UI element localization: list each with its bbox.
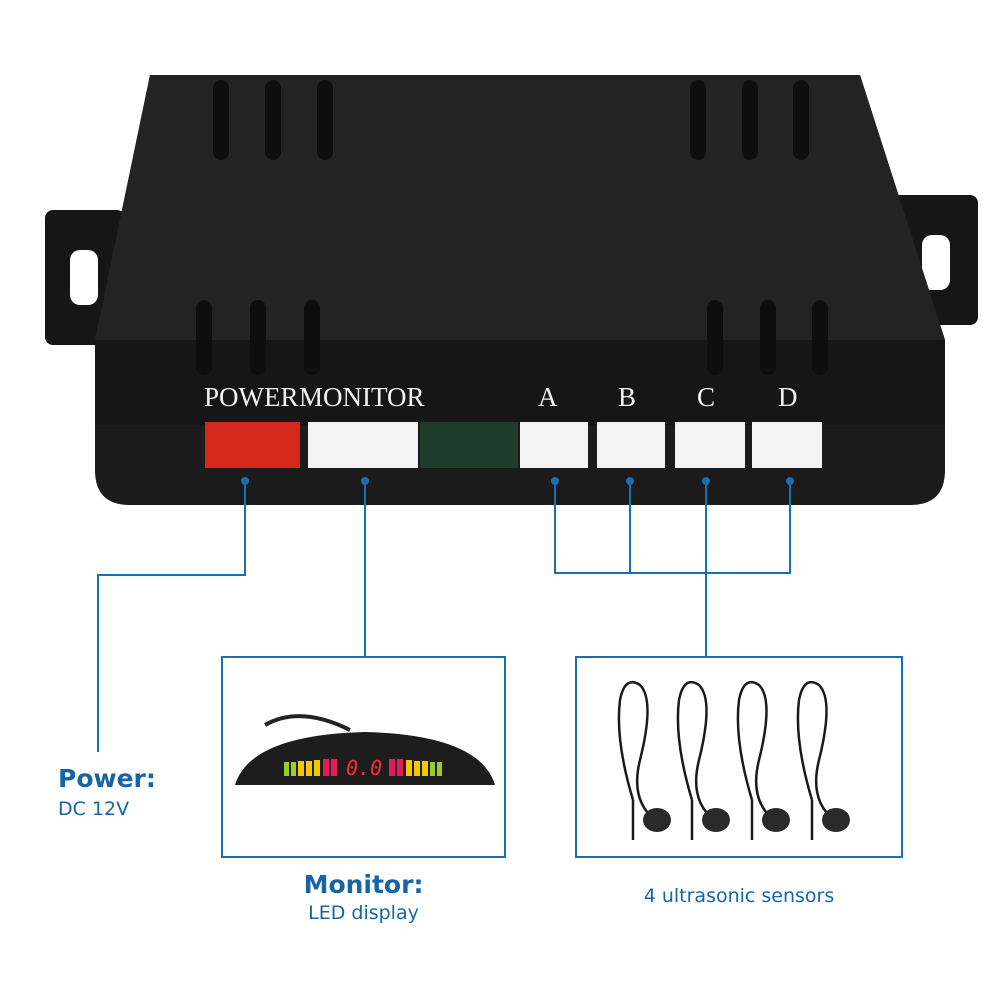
power-connector [205,422,300,468]
sensor-connector-c [675,422,745,468]
port-label-power: POWER [204,382,299,412]
power-caption-sub: DC 12V [58,798,130,820]
led-reading: 0.0 [346,756,383,780]
monitor-caption-title: Monitor: [303,870,424,899]
ultrasonic-sensors-illustration [617,680,835,840]
sensor-connector-d [752,422,822,468]
port-label-d: D [778,382,798,412]
sensor-connector-a [520,422,588,468]
sensor-connector-b [597,422,665,468]
monitor-caption-sub: LED display [308,902,419,924]
power-caption-title: Power: [58,764,156,793]
port-label-a: A [538,382,558,412]
port-label-monitor: MONITOR [299,382,425,412]
port-label-c: C [697,382,716,412]
port-label-b: B [618,382,637,412]
leader-lines [97,481,903,858]
monitor-connector [308,422,418,468]
led-display-illustration [235,714,495,785]
sensors-caption: 4 ultrasonic sensors [643,885,835,907]
circuit-board [420,422,518,468]
